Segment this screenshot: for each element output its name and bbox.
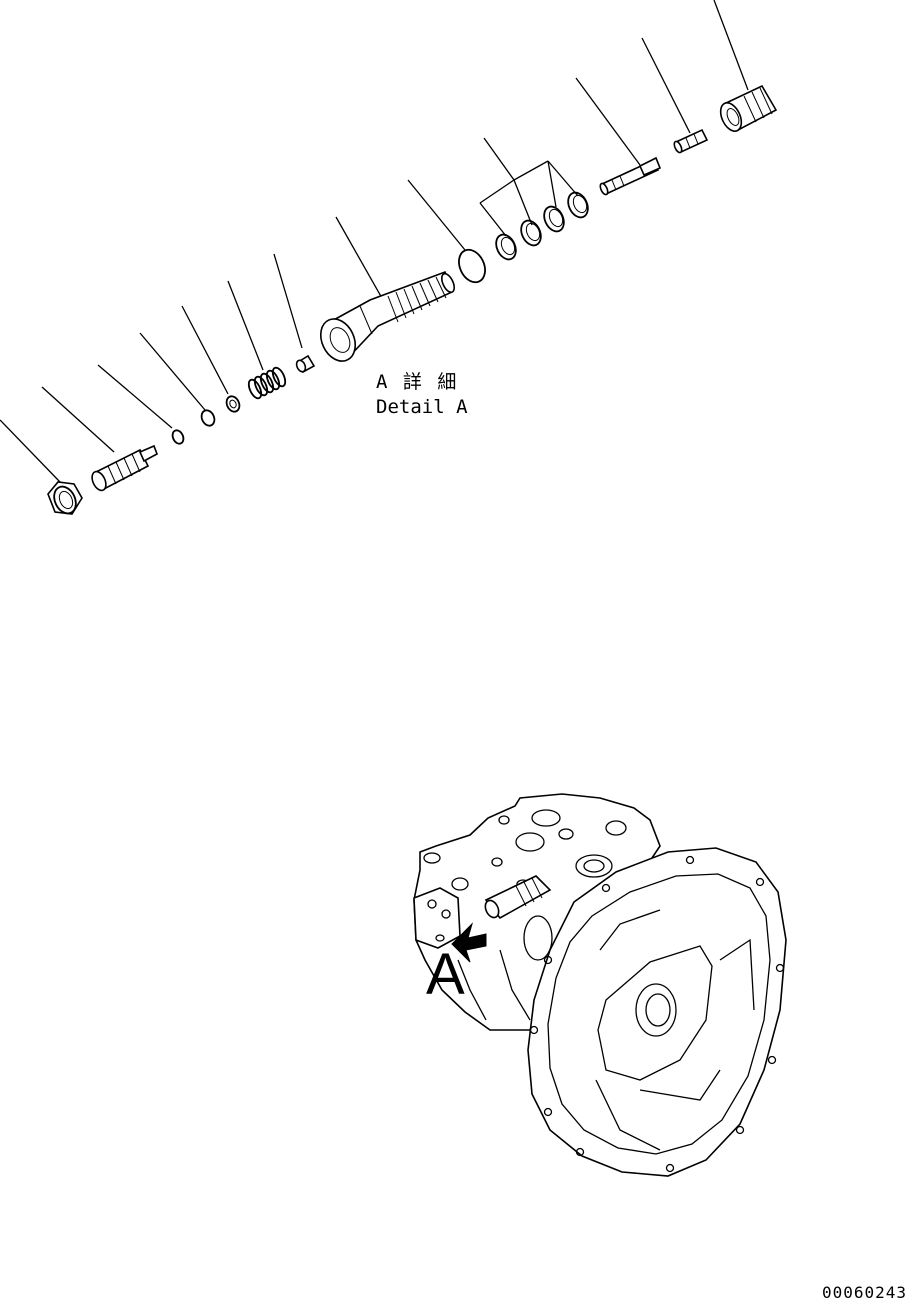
seat-part xyxy=(295,354,316,374)
hex-nut-part xyxy=(47,481,83,515)
plug-part xyxy=(719,84,778,132)
detail-label-japanese: A 詳 細 xyxy=(376,371,458,393)
small-ring-part xyxy=(171,429,185,445)
seal-rings-part xyxy=(495,191,589,261)
spring-part xyxy=(247,366,287,400)
leader-lines xyxy=(0,0,749,483)
washer-part xyxy=(225,395,241,413)
adjusting-screw-part xyxy=(91,444,158,492)
o-ring-small-part xyxy=(200,409,216,427)
drawing-number: 00060243 xyxy=(822,1283,907,1302)
detail-label-english: Detail A xyxy=(376,396,468,418)
flywheel-housing xyxy=(527,847,787,1177)
view-marker-a: A xyxy=(426,942,465,1007)
valve-sleeve-part xyxy=(319,270,455,362)
o-ring-large-part xyxy=(458,248,486,284)
spool-part xyxy=(599,156,662,196)
pin-part xyxy=(673,128,709,154)
